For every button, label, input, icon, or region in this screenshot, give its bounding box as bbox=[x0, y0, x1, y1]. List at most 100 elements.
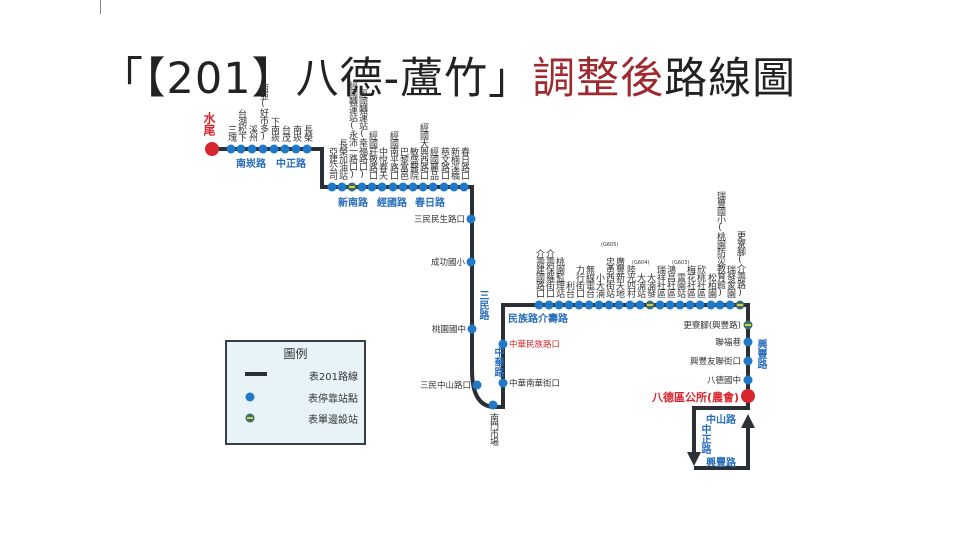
stop-label: 南崁 bbox=[291, 125, 301, 141]
legend: 圖例 表201路線 表停靠站點 表單邊設站 bbox=[225, 340, 366, 445]
stop-label: 瑞豐國小(桃園防災教育館) bbox=[715, 191, 725, 297]
legend-stop-label: 表停靠站點 bbox=[308, 394, 358, 405]
bus-stop bbox=[635, 300, 645, 310]
bus-stop bbox=[498, 378, 508, 388]
stop-label: 春日路口 bbox=[459, 147, 469, 179]
bus-stop bbox=[327, 182, 337, 192]
stop-label: 桃園監理站 bbox=[554, 257, 564, 297]
legend-stop: 表停靠站點 bbox=[235, 390, 358, 405]
bus-stop bbox=[302, 144, 312, 154]
road-nankan: 南崁路 bbox=[236, 159, 266, 170]
stop-label: 松柏園 bbox=[706, 273, 716, 297]
legend-shared: 表單邊設站 bbox=[235, 411, 358, 426]
bus-stop bbox=[743, 337, 753, 347]
stop-label: 霄園站 bbox=[675, 273, 685, 297]
bus-stop bbox=[472, 380, 482, 390]
bus-stop bbox=[715, 300, 725, 310]
stop-label: 大湳站 bbox=[635, 273, 645, 297]
stop-label: 中華南華街口 bbox=[509, 379, 561, 389]
stop-label: 三民中山路口 bbox=[419, 381, 471, 391]
bus-stop bbox=[291, 144, 301, 154]
road-jingguo: 經國路 bbox=[377, 198, 407, 209]
bus-stop bbox=[594, 300, 604, 310]
stop-label: 經國莊敬路口 bbox=[367, 131, 377, 179]
stop-label: 台湖松下 bbox=[236, 109, 246, 141]
stop-label: 桃園國中 bbox=[431, 325, 466, 335]
bus-stop bbox=[554, 300, 564, 310]
bus-stop bbox=[466, 214, 476, 224]
route-loop-path bbox=[694, 428, 750, 470]
bus-stop bbox=[418, 182, 428, 192]
stop-label: 慈文路口 bbox=[439, 147, 449, 179]
stop-label: 台茂 bbox=[280, 125, 290, 141]
bus-stop bbox=[459, 182, 469, 192]
stop-label: 陸光四村 bbox=[625, 265, 635, 297]
stop-label: 經國麗品 bbox=[428, 147, 438, 179]
stop-code: (G603) bbox=[672, 260, 690, 267]
stop-label: 介壽建國路口 bbox=[534, 249, 544, 297]
bus-stop bbox=[544, 300, 554, 310]
stop-label: 南門市場 bbox=[488, 413, 498, 445]
terminal-label: 八德區公所(農會) bbox=[652, 391, 740, 404]
bus-stop bbox=[675, 300, 685, 310]
bus-stop bbox=[685, 300, 695, 310]
bus-stop bbox=[439, 182, 449, 192]
stop-label: 三民民生路口 bbox=[413, 215, 465, 225]
bus-stop bbox=[743, 356, 753, 366]
bus-stop bbox=[665, 300, 675, 310]
stop-label: 小大湳 bbox=[594, 273, 604, 297]
bus-stop bbox=[564, 300, 574, 310]
bus-stop bbox=[725, 300, 735, 310]
stop-label: 溪州 bbox=[247, 125, 257, 141]
stop-label: 八德國中 bbox=[706, 376, 741, 386]
one-side-arrow-icon bbox=[647, 304, 653, 306]
bus-stop bbox=[449, 182, 459, 192]
stop-label: 經國轉運站(幸福路口) bbox=[357, 89, 367, 179]
stop-label: 力行街口 bbox=[574, 265, 584, 297]
legend-route: 表201路線 bbox=[235, 368, 358, 383]
stop-label: 成功國小 bbox=[430, 258, 465, 268]
legend-title: 圖例 bbox=[283, 347, 308, 361]
road-zhonghua: 中華路 bbox=[492, 347, 503, 377]
bus-stop bbox=[695, 300, 705, 310]
arrow-down-icon bbox=[687, 452, 701, 466]
legend-shared-label: 表單邊設站 bbox=[308, 415, 358, 426]
bus-stop bbox=[236, 144, 246, 154]
stop-label: 新楠溪橋 bbox=[449, 147, 459, 179]
terminal-stop bbox=[205, 142, 219, 156]
stop-label: 介壽保羅街口 bbox=[544, 249, 554, 297]
road-zhongzheng: 中正路 bbox=[276, 159, 306, 170]
stops bbox=[205, 142, 755, 410]
title-prefix: 「【201】八德-蘆竹」 bbox=[100, 54, 533, 104]
bus-stop bbox=[488, 400, 498, 410]
stop-label: 利台 bbox=[564, 281, 574, 297]
stop-label: 經國南平路口 bbox=[388, 131, 398, 179]
bus-stop bbox=[743, 375, 753, 385]
bus-stop bbox=[226, 144, 236, 154]
stop-dot-icon bbox=[245, 392, 255, 402]
legend-route-label: 表201路線 bbox=[308, 372, 358, 383]
stop-label: 南亞(好市多) bbox=[258, 83, 268, 141]
route-line-icon bbox=[245, 372, 267, 376]
stop-label: 下南崁 bbox=[269, 117, 279, 141]
road-xingfeng-loop: 興豐路 bbox=[706, 458, 736, 469]
bus-stop bbox=[377, 182, 387, 192]
stop-label: 長榮 bbox=[302, 125, 312, 141]
title-highlight: 調整後 bbox=[532, 54, 665, 104]
bus-stop bbox=[428, 182, 438, 192]
stop-label: 忠勇西街站 bbox=[604, 257, 614, 297]
arrow-up-icon bbox=[741, 414, 755, 428]
bus-stop bbox=[258, 144, 268, 154]
stop-code: (G604) bbox=[632, 260, 650, 267]
one-side-stop-icon bbox=[245, 413, 255, 423]
road-xinnan: 新南路 bbox=[338, 198, 368, 209]
stop-label: 更寮腳(興豐路) bbox=[683, 321, 741, 331]
bus-stop bbox=[467, 324, 477, 334]
stop-label: 三塊 bbox=[226, 125, 236, 141]
bus-stop bbox=[706, 300, 716, 310]
bus-stop bbox=[614, 300, 624, 310]
bus-stop bbox=[655, 300, 665, 310]
bus-stop bbox=[604, 300, 614, 310]
